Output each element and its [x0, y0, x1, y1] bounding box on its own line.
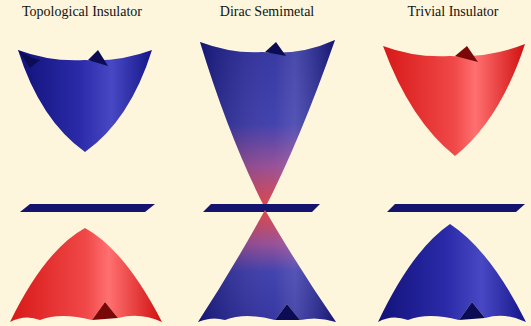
panel-title: Trivial Insulator: [408, 4, 499, 20]
panel-title: Dirac Semimetal: [220, 4, 314, 20]
panel-title: Topological Insulator: [22, 4, 142, 20]
